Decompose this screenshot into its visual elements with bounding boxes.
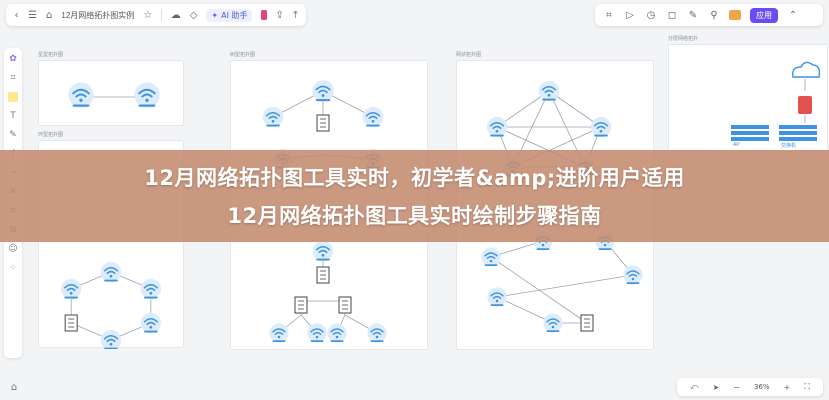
zoom-out-icon[interactable]: − (733, 382, 740, 392)
ai-assistant-button[interactable]: ✦ AI 助手 (206, 8, 253, 22)
wifi-router-icon (100, 329, 122, 349)
document-icon (580, 314, 594, 332)
banner-title-line-1: 12月网络拓扑图工具实时，初学者&amp;进阶用户适用 (144, 166, 685, 190)
wifi-router-icon (140, 312, 162, 334)
connection-line (496, 90, 550, 128)
cloud-icon[interactable]: ☁ (170, 9, 181, 21)
wifi-router-icon (140, 278, 162, 300)
ai-sparkle-icon: ✦ (211, 10, 219, 20)
bookmark-icon[interactable]: ⌗ (606, 9, 612, 21)
top-toolbar-right: ⌗ ▷ ◷ ◻ ✎ ⚲ 应用 ⌃ (595, 4, 823, 26)
wifi-router-icon (262, 106, 284, 128)
shapes-tool-icon[interactable]: ✿ (9, 54, 17, 64)
wifi-router-icon (68, 82, 94, 108)
history-icon[interactable]: ⤺ (690, 382, 699, 391)
brand-app-icon[interactable] (261, 10, 267, 20)
switch-bar (779, 137, 817, 141)
wifi-router-icon (487, 287, 507, 307)
document-icon (294, 296, 308, 314)
wifi-router-icon (269, 323, 289, 343)
document-icon (316, 114, 330, 132)
banner-title-line-2: 12月网络拓扑图工具实时绘制步骤指南 (227, 204, 602, 228)
wifi-router-icon (307, 323, 327, 343)
pen-tool-icon[interactable]: ✎ (9, 130, 17, 140)
document-icon (64, 314, 78, 332)
fullscreen-icon[interactable]: ⛶ (804, 382, 810, 391)
connection-line (496, 274, 634, 298)
share-icon[interactable]: ⇪ (275, 9, 284, 21)
diagram-7-drawing (731, 61, 821, 141)
access-point-bar (731, 137, 769, 141)
frame-tool-icon[interactable]: ⌗ (10, 73, 16, 83)
document-title[interactable]: 12月网络拓扑图实例 (61, 10, 135, 20)
card-label-layered: 分层网络拓扑 (668, 36, 699, 42)
access-point-bar (731, 131, 769, 135)
wifi-router-icon (312, 240, 334, 262)
firewall-icon (798, 96, 812, 114)
apps-button[interactable]: 应用 (750, 7, 778, 23)
menu-icon[interactable]: ☰ (28, 9, 38, 21)
wifi-router-icon (486, 116, 508, 138)
text-tool-icon[interactable]: T (10, 111, 16, 121)
clock-icon[interactable]: ◷ (646, 9, 656, 21)
card-label-mesh: 网状拓扑图 (456, 52, 482, 58)
tag-icon[interactable]: ◇ (189, 9, 198, 21)
card-label-ring: 环型拓扑图 (38, 132, 64, 138)
title-banner: 12月网络拓扑图工具实时，初学者&amp;进阶用户适用 12月网络拓扑图工具实时… (0, 150, 829, 242)
upload-icon[interactable]: ⤒ (293, 9, 298, 21)
ai-assistant-label: AI 助手 (221, 10, 248, 20)
wifi-router-icon (481, 247, 501, 267)
back-arrow-icon[interactable]: ‹ (14, 9, 19, 21)
help-icon[interactable]: ⌂ (10, 381, 18, 393)
diagram-2-drawing (60, 261, 162, 349)
wifi-router-icon (134, 82, 160, 108)
top-toolbar-left: ‹ ☰ ⌂ 12月网络拓扑图实例 ☆ ☁ ◇ ✦ AI 助手 ⇪ ⤒ (6, 4, 306, 26)
wifi-router-icon (543, 313, 563, 333)
zoom-in-icon[interactable]: + (783, 382, 791, 392)
star-icon[interactable]: ☆ (143, 9, 153, 21)
zoom-level[interactable]: 36% (754, 383, 770, 391)
avatar-icon[interactable] (729, 10, 741, 20)
comment-icon[interactable]: ✎ (688, 9, 698, 21)
wifi-router-icon (362, 106, 384, 128)
more-tool-icon[interactable]: ⁘ (9, 263, 17, 273)
ap-label: AP (733, 142, 740, 148)
filter-icon[interactable]: ⚲ (710, 9, 718, 21)
home-icon[interactable]: ⌂ (46, 9, 53, 21)
access-point-bar (731, 125, 769, 129)
wifi-router-icon (367, 323, 387, 343)
wifi-router-icon (100, 261, 122, 283)
wifi-router-icon (590, 116, 612, 138)
play-icon[interactable]: ▷ (626, 9, 634, 21)
sticky-note-tool-icon[interactable] (8, 92, 18, 102)
connection-line (548, 90, 602, 128)
switch-bar (779, 125, 817, 129)
card-label-tree: 树型拓扑图 (230, 52, 256, 58)
diagram-1-drawing (68, 82, 160, 108)
connection-line (490, 256, 588, 324)
wifi-router-icon (538, 80, 560, 102)
emoji-tool-icon[interactable]: ☺ (8, 244, 18, 254)
wifi-router-icon (623, 265, 643, 285)
diagram-card-7[interactable]: AP 交换机 (668, 44, 828, 152)
wifi-router-icon (312, 80, 334, 102)
wifi-router-icon (327, 323, 347, 343)
switch-bar (779, 131, 817, 135)
cursor-icon[interactable]: ➤ (712, 382, 720, 392)
wifi-router-icon (60, 278, 82, 300)
connection-line (496, 296, 554, 324)
cloud-icon (791, 61, 821, 78)
diagram-card-1[interactable] (38, 60, 184, 126)
chat-icon[interactable]: ◻ (667, 9, 677, 21)
bottom-control-bar: ⤺ ➤ − 36% + ⛶ (677, 378, 823, 396)
card-label-star: 星型拓扑图 (38, 52, 64, 58)
document-icon (338, 296, 352, 314)
switch-label: 交换机 (781, 143, 797, 149)
document-icon (316, 266, 330, 284)
collapse-icon[interactable]: ⌃ (788, 9, 798, 21)
